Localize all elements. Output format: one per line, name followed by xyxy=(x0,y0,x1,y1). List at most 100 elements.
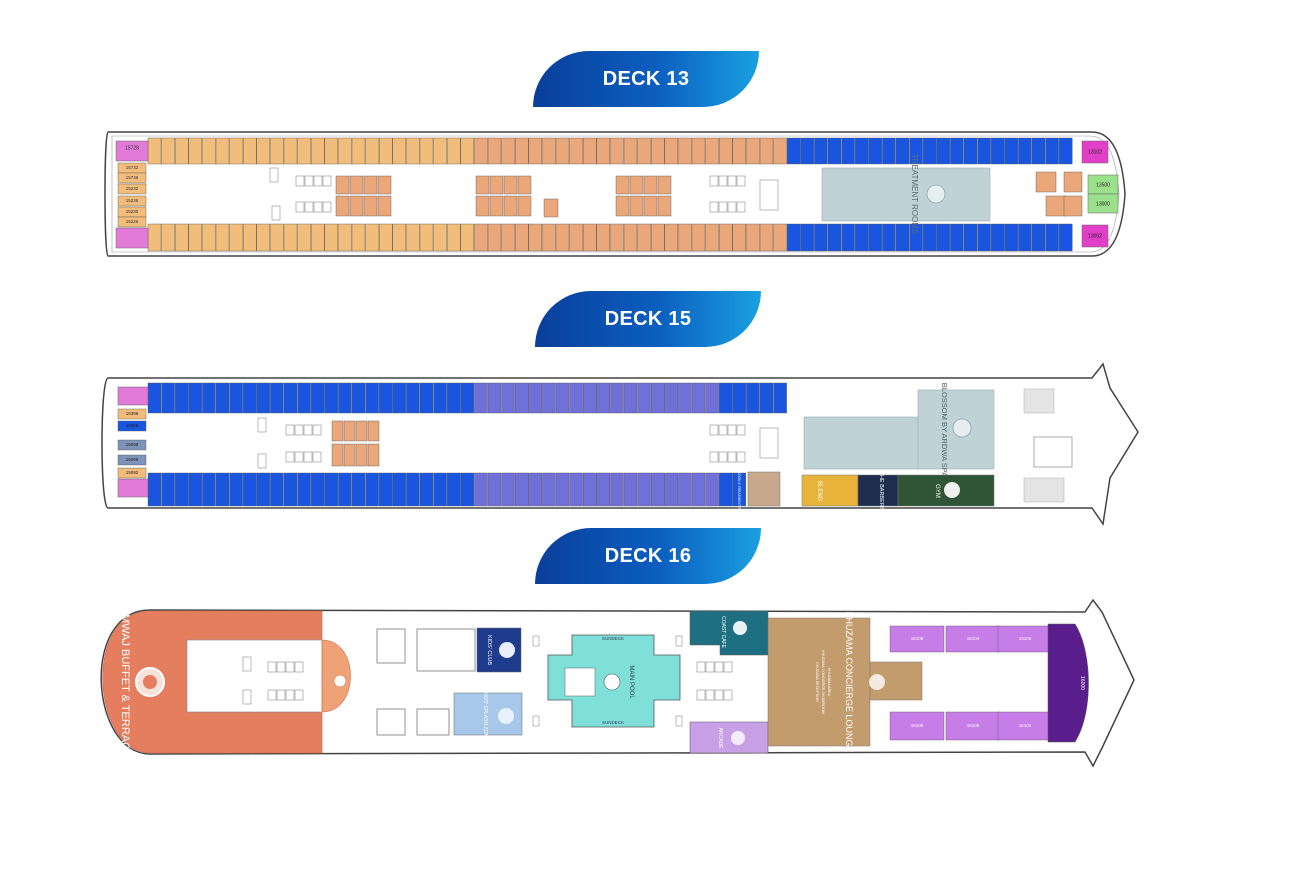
deck-13-cabin[interactable] xyxy=(882,137,896,165)
deck-13-cabin[interactable] xyxy=(215,137,230,165)
stairs[interactable] xyxy=(257,453,267,469)
deck-13-cabin[interactable] xyxy=(515,223,529,252)
deck-15-cabin[interactable] xyxy=(311,472,325,507)
deck-13-cabin[interactable] xyxy=(569,137,583,165)
deck-16-suite[interactable] xyxy=(997,625,1053,653)
deck-13-cabin[interactable] xyxy=(202,137,216,165)
deck-13-cabin[interactable] xyxy=(475,175,490,195)
deck-15-cabin[interactable] xyxy=(419,382,434,414)
deck-13-cabin[interactable] xyxy=(691,223,706,252)
deck-16-suite[interactable] xyxy=(997,711,1053,741)
deck-15-cabin[interactable] xyxy=(433,382,447,414)
deck-13-cabin[interactable] xyxy=(746,137,760,165)
deck-13-cabin[interactable] xyxy=(615,175,630,195)
deck-13-cabin[interactable] xyxy=(351,137,366,165)
deck-13-cabin[interactable] xyxy=(351,223,366,252)
deck-15-cabin[interactable] xyxy=(474,382,488,414)
deck-15-cabin[interactable] xyxy=(691,472,706,507)
deck-13-cabin[interactable] xyxy=(433,223,447,252)
deck-13-fwd-suite-bottom[interactable] xyxy=(1081,224,1109,248)
deck-15-cabin[interactable] xyxy=(555,382,570,414)
elevator[interactable] xyxy=(312,451,322,463)
deck-15-cabin[interactable] xyxy=(447,472,461,507)
deck-15-cabin[interactable] xyxy=(311,382,325,414)
deck-15-cabin[interactable] xyxy=(256,382,270,414)
deck-13-aft-cabin[interactable] xyxy=(117,162,147,174)
deck-13-cabin[interactable] xyxy=(460,137,474,165)
deck-13-cabin[interactable] xyxy=(596,137,610,165)
deck-13-cabin[interactable] xyxy=(363,175,378,195)
stairs[interactable] xyxy=(675,715,683,727)
elevator[interactable] xyxy=(718,201,728,213)
deck-15-cabin[interactable] xyxy=(433,472,447,507)
deck-15-cabin[interactable] xyxy=(188,382,203,414)
deck-15-cabin[interactable] xyxy=(623,472,638,507)
deck-13-cabin[interactable] xyxy=(991,223,1005,252)
deck-13-cabin[interactable] xyxy=(1031,223,1046,252)
deck-15-cabin[interactable] xyxy=(161,472,175,507)
deck-13-cabin[interactable] xyxy=(229,137,243,165)
deck-13-cabin[interactable] xyxy=(719,137,733,165)
deck-13-cabin[interactable] xyxy=(297,137,311,165)
deck-15-cabin[interactable] xyxy=(596,472,610,507)
deck-15-cabin[interactable] xyxy=(147,382,162,414)
deck-13-cabin[interactable] xyxy=(543,198,559,218)
elevator[interactable] xyxy=(285,661,295,673)
deck-13-cabin[interactable] xyxy=(335,195,350,217)
elevator[interactable] xyxy=(322,201,332,213)
deck-16-splash-zone[interactable] xyxy=(453,692,523,736)
deck-15-cabin[interactable] xyxy=(355,420,368,442)
deck-15-cabin[interactable] xyxy=(705,382,719,414)
deck-15-cabin[interactable] xyxy=(406,382,420,414)
deck-13-cabin[interactable] xyxy=(1045,137,1059,165)
deck-13-cabin[interactable] xyxy=(936,223,950,252)
deck-15-cabin[interactable] xyxy=(474,472,488,507)
deck-13-cabin[interactable] xyxy=(643,175,658,195)
deck-13-cabin[interactable] xyxy=(855,223,869,252)
deck-13-cabin[interactable] xyxy=(923,137,937,165)
deck-15-cabin[interactable] xyxy=(331,420,344,442)
elevator[interactable] xyxy=(294,424,304,436)
deck-15-cabin[interactable] xyxy=(367,420,380,442)
deck-16-suite[interactable] xyxy=(889,625,945,653)
elevator[interactable] xyxy=(727,424,737,436)
deck-13-cabin[interactable] xyxy=(379,223,393,252)
deck-15-cabin[interactable] xyxy=(732,472,746,507)
deck-15-cabin[interactable] xyxy=(501,382,515,414)
deck-15-cabin[interactable] xyxy=(555,472,570,507)
deck-13-cabin[interactable] xyxy=(419,137,434,165)
deck-15-cabin[interactable] xyxy=(367,443,380,467)
deck-13-cabin[interactable] xyxy=(773,137,787,165)
deck-13-cabin[interactable] xyxy=(596,223,610,252)
deck-13-cabin[interactable] xyxy=(637,223,651,252)
stairs[interactable] xyxy=(269,167,279,183)
deck-13-cabin[interactable] xyxy=(406,223,420,252)
elevator[interactable] xyxy=(312,424,322,436)
deck-15-cabin[interactable] xyxy=(528,472,542,507)
deck-13-cabin[interactable] xyxy=(311,223,325,252)
deck-13-cabin[interactable] xyxy=(651,137,665,165)
elevator[interactable] xyxy=(267,689,277,701)
deck-15-cabin[interactable] xyxy=(583,472,597,507)
deck-13-cabin[interactable] xyxy=(377,195,392,217)
deck-15-cabin[interactable] xyxy=(215,382,230,414)
deck-15-spa-area[interactable] xyxy=(803,416,921,470)
deck-15-cabin[interactable] xyxy=(637,472,651,507)
deck-15-cabin[interactable] xyxy=(202,472,216,507)
deck-15-cabin[interactable] xyxy=(365,472,379,507)
deck-15-cabin[interactable] xyxy=(270,472,284,507)
deck-13-cabin[interactable] xyxy=(629,175,644,195)
deck-13-cabin[interactable] xyxy=(335,175,350,195)
elevator[interactable] xyxy=(267,661,277,673)
deck-13-cabin[interactable] xyxy=(501,137,515,165)
deck-13-cabin[interactable] xyxy=(1035,171,1057,193)
deck-13-cabin[interactable] xyxy=(363,195,378,217)
deck-13-cabin[interactable] xyxy=(909,223,923,252)
deck-15-cabin[interactable] xyxy=(746,382,760,414)
stairs[interactable] xyxy=(271,205,281,221)
deck-13-aft-suite-top[interactable] xyxy=(115,140,149,162)
deck-13-cabin[interactable] xyxy=(174,223,189,252)
deck-13-cabin[interactable] xyxy=(615,195,630,217)
deck-13-cabin[interactable] xyxy=(610,137,624,165)
deck-15-cabin[interactable] xyxy=(447,382,461,414)
